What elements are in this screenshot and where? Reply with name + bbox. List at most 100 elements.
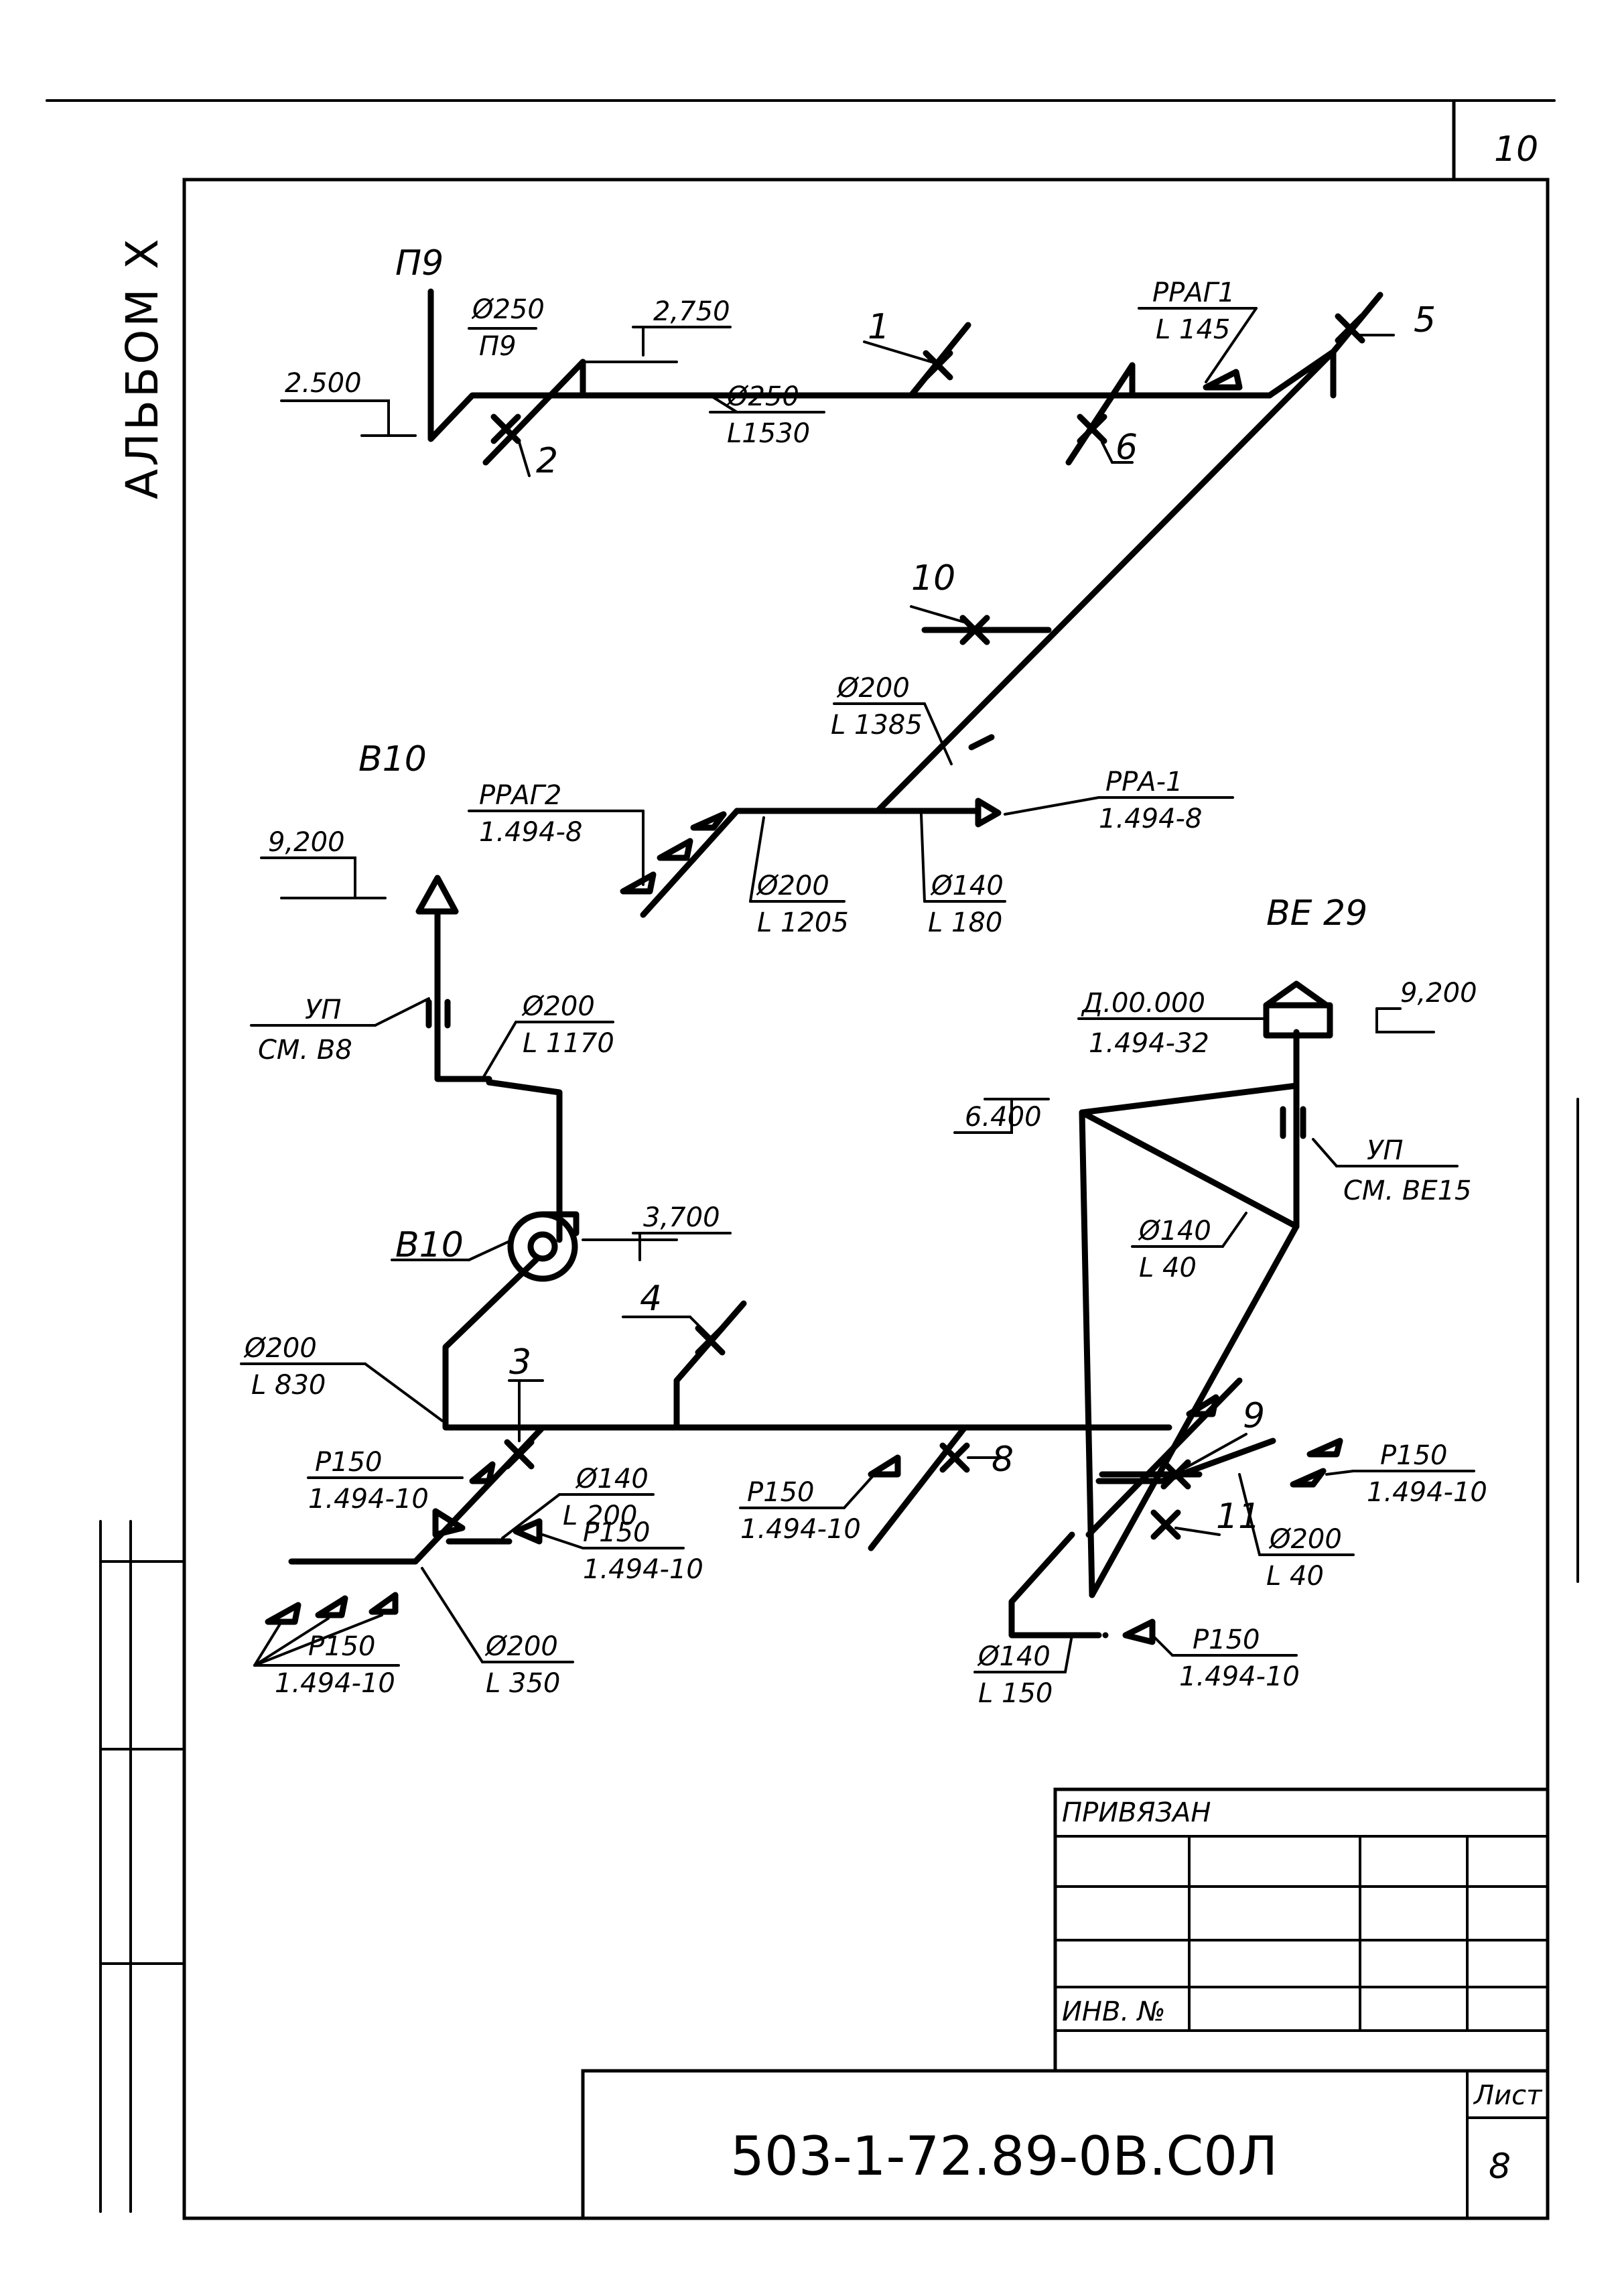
grille-label-r6-top: Р150 (1193, 1624, 1260, 1655)
grille-pra1 (975, 798, 1002, 828)
up-right-top: УП (1367, 1135, 1403, 1166)
grille-label-r1-bot: 1.494-10 (308, 1484, 429, 1515)
pipe-label-p11-top: Ø200 (1268, 1524, 1342, 1555)
pipe-label-p2-top: Ø250 (726, 381, 799, 412)
system-title-b10: В10 (358, 739, 427, 779)
valve-number-10: 10 (911, 558, 955, 598)
grille-label-pra1-top: РРА-1 (1105, 767, 1183, 798)
pipe-label-p4-bot: L 1205 (757, 907, 849, 938)
grille-symbols (265, 369, 1343, 1645)
pipe-label-p1-bot: П9 (479, 331, 517, 362)
grille-label-r1-top: Р150 (315, 1447, 382, 1478)
grille-label-r3-bot: 1.494-10 (275, 1668, 395, 1699)
valve-number-4: 4 (640, 1279, 662, 1319)
valve-number-9: 9 (1243, 1396, 1265, 1436)
elevation-9200-left: 9,200 (268, 827, 345, 858)
pipe-label-p3-top: Ø200 (836, 673, 910, 704)
grille-label-r2-bot: 1.494-10 (583, 1554, 703, 1585)
middle-duct-system (640, 348, 1337, 918)
up-right-bot: СМ. ВЕ15 (1343, 1175, 1471, 1206)
pipe-label-p1-top: Ø250 (471, 294, 545, 325)
pipe-label-p9-bot: L 350 (486, 1668, 560, 1699)
pipe-label-p4-top: Ø200 (756, 871, 829, 901)
intake-arrow-b10 (415, 875, 459, 915)
grille-label-r5-bot: 1.494-10 (1367, 1477, 1487, 1508)
elevation-9200-right: 9,200 (1400, 978, 1477, 1009)
be29-system (1008, 1029, 1306, 1639)
valve-number-2: 2 (536, 441, 558, 481)
grille-label-pra1-bot: 1.494-8 (1099, 804, 1202, 834)
valve-number-5: 5 (1414, 300, 1436, 340)
grille-label-r2-top: Р150 (583, 1517, 650, 1548)
duct-branch-9 (1095, 1438, 1276, 1484)
grille-prag1 (1203, 369, 1243, 391)
pipe-label-p2-bot: L1530 (727, 418, 810, 449)
pipe-label-p12-bot: L 150 (978, 1678, 1053, 1709)
elevation-6400: 6.400 (965, 1102, 1042, 1133)
duct-be29-bottom (1008, 1531, 1102, 1639)
list-label: Лист (1473, 2080, 1543, 2111)
stamp-table (1053, 1787, 1550, 2073)
grille-label-prag2-bot: 1.494-8 (479, 817, 582, 848)
album-label: АЛЬБОМ Х (117, 237, 168, 499)
duct-b10-riser (434, 908, 563, 1243)
stamp-privyazan: ПРИВЯЗАН (1062, 1797, 1211, 1828)
duct-branch-2 (482, 359, 586, 466)
duct-be29-top (1079, 1082, 1300, 1230)
valve-number-11: 11 (1216, 1496, 1260, 1537)
valve-symbols (490, 313, 1365, 1540)
pipe-label-p10-bot: L 40 (1139, 1253, 1197, 1283)
elevation-2500: 2.500 (285, 368, 362, 399)
duct-prag2-branch (640, 808, 740, 918)
be29-cap-top: Д.00.000 (1081, 988, 1205, 1019)
system-title-be29: ВЕ 29 (1266, 893, 1367, 934)
pipe-label-p3-bot: L 1385 (831, 710, 923, 741)
grille-label-r3-top: Р150 (308, 1631, 375, 1662)
valve-number-1: 1 (868, 307, 890, 347)
pipe-label-p6-bot: L 1170 (523, 1028, 614, 1059)
list-number: 8 (1489, 2147, 1511, 2187)
grille-label-prag2-top: РРАГ2 (479, 780, 561, 811)
pipe-label-p12-top: Ø140 (977, 1641, 1051, 1672)
pipe-label-p10-top: Ø140 (1138, 1216, 1211, 1247)
label-p9: П9 (395, 243, 444, 283)
pipe-label-p5-bot: L 180 (928, 907, 1002, 938)
fan-b10-symbol (507, 1211, 580, 1282)
grille-label-r4-top: Р150 (747, 1477, 814, 1508)
pipe-label-p6-top: Ø200 (521, 991, 595, 1022)
pipe-label-p7-top: Ø200 (243, 1333, 317, 1364)
duct-be29-vertical (1079, 1109, 1095, 1598)
drawing-frame (46, 99, 1579, 2220)
sheet-number-top: 10 (1494, 129, 1538, 170)
pipe-label-p8-bot: L 200 (563, 1501, 637, 1531)
label-fan-b10: В10 (395, 1225, 464, 1265)
duct-p9-main (427, 288, 1273, 442)
duct-diagonal-riser (874, 348, 1337, 814)
pipe-label-p9-top: Ø200 (484, 1631, 558, 1662)
title-block (581, 1787, 1550, 2220)
up-left-bot: СМ. В8 (258, 1035, 352, 1066)
leader-lines (240, 307, 1475, 1673)
roof-hood-be29 (1263, 980, 1333, 1039)
pipe-label-p11-bot: L 40 (1266, 1561, 1324, 1592)
pipe-label-p7-bot: L 830 (251, 1370, 326, 1401)
doc-code: 503-1-72.89-0В.С0Л (730, 2125, 1278, 2187)
stamp-inv-no: ИНВ. № (1062, 1996, 1165, 2027)
duct-b10-main (442, 1257, 1172, 1431)
grille-label-r6-bot: 1.494-10 (1179, 1661, 1300, 1692)
grille-label-r4-bot: 1.494-10 (740, 1514, 861, 1545)
duct-branch-6 (1065, 362, 1136, 466)
elevation-2750: 2,750 (653, 296, 730, 327)
valve-number-8: 8 (992, 1440, 1014, 1480)
doc-code-box (581, 2069, 1550, 2220)
pipe-label-p5-top: Ø140 (930, 871, 1004, 901)
duct-branch-8 (868, 1424, 968, 1551)
grille-label-prag1-bot: L 145 (1156, 314, 1230, 345)
grille-label-prag1-top: РРАГ1 (1152, 277, 1235, 308)
up-left-top: УП (305, 995, 341, 1025)
elevation-3700: 3,700 (643, 1202, 720, 1233)
pipe-label-p8-top: Ø140 (575, 1464, 649, 1494)
valve-number-6: 6 (1116, 428, 1138, 468)
be29-cap-bot: 1.494-32 (1089, 1028, 1209, 1059)
